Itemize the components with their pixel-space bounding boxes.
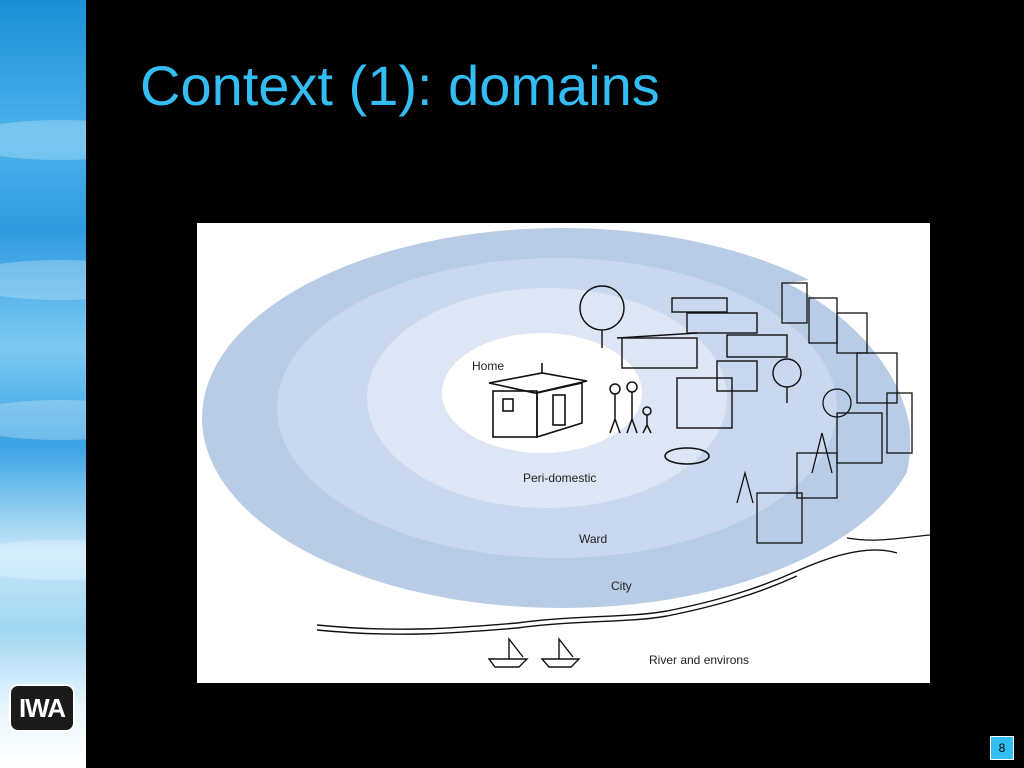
boats-sketch-icon <box>487 636 581 668</box>
zone-label-peri-domestic: Peri-domestic <box>523 471 596 485</box>
slide-title: Context (1): domains <box>140 54 660 117</box>
city-sketch-icon <box>736 282 930 544</box>
tree-sketch-icon <box>579 285 802 403</box>
river-coastline-sketch-icon <box>316 549 898 635</box>
zone-home-core <box>442 333 642 453</box>
domains-diagram: Home Peri-domestic Ward City River and e… <box>197 223 930 683</box>
page-number: 8 <box>990 736 1014 760</box>
wave-decoration <box>0 120 86 160</box>
zone-label-river: River and environs <box>649 653 749 667</box>
house-sketch-icon <box>488 363 588 439</box>
zone-label-home: Home <box>472 359 504 373</box>
zone-label-ward: Ward <box>579 532 607 546</box>
neighbour-houses-sketch-icon <box>616 297 788 429</box>
decorative-side-strip <box>0 0 86 768</box>
logo-text: IWA <box>18 692 66 723</box>
wave-decoration <box>0 540 86 580</box>
iwa-logo-icon: IWA <box>9 684 75 732</box>
people-sketch-icon <box>609 381 652 434</box>
wave-decoration <box>0 400 86 440</box>
domains-diagram-svg: Home Peri-domestic Ward City River and e… <box>202 228 930 668</box>
well-sketch-icon <box>664 447 710 465</box>
city-area-mask <box>787 263 930 558</box>
wave-decoration <box>0 260 86 300</box>
zone-label-city: City <box>611 579 632 593</box>
